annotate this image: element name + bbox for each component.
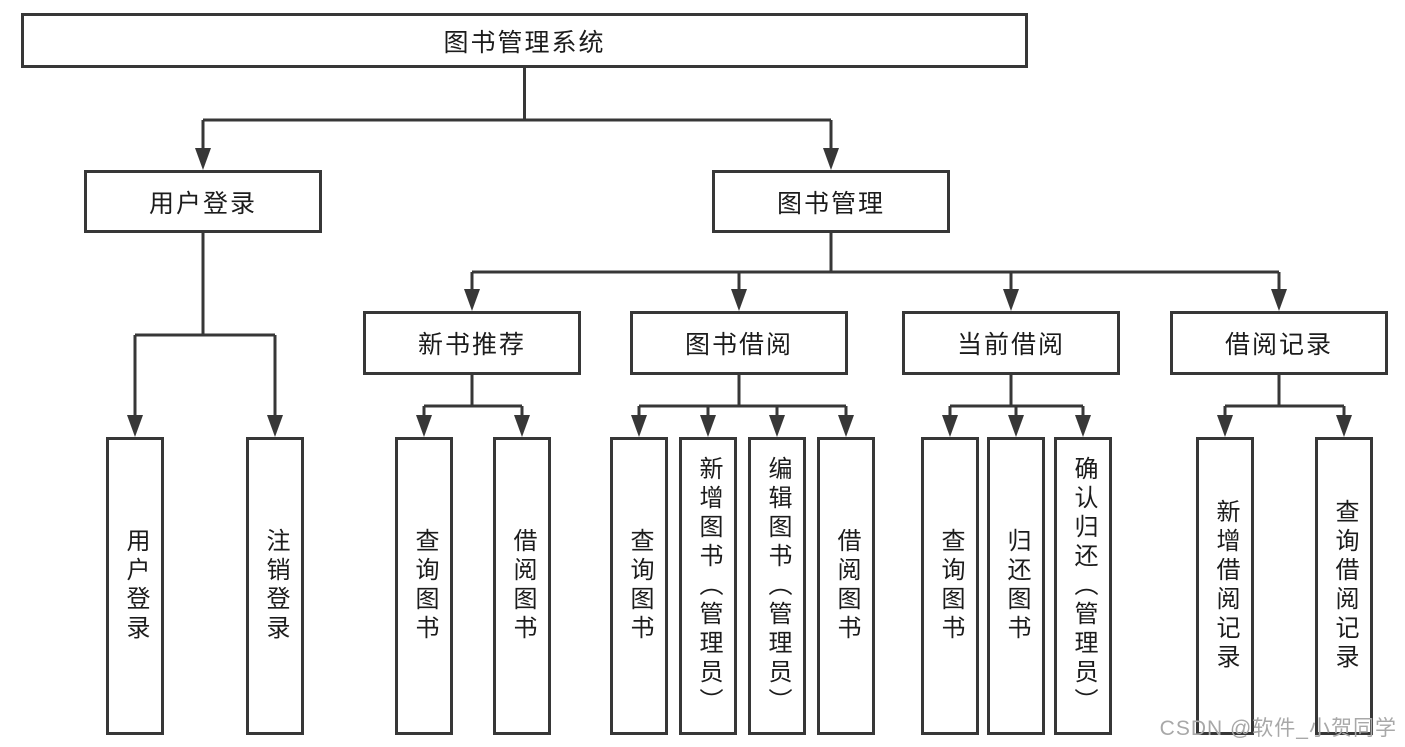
arrowhead [1271, 289, 1287, 311]
leaf-br-query-record: 查询借阅记录 [1315, 437, 1373, 735]
leaf-user-login-label: 用户登录 [122, 528, 149, 644]
node-book-borrow: 图书借阅 [630, 311, 848, 375]
leaf-rec-borrow-book: 借阅图书 [493, 437, 551, 735]
leaf-bb-query-book-label: 查询图书 [626, 528, 653, 644]
node-borrow-records-label: 借阅记录 [1224, 331, 1333, 359]
leaf-bb-add-book: 新增图书（管理员） [679, 437, 737, 735]
connector-book-borrow-to-leaves [631, 375, 854, 437]
leaf-cb-query-book-label: 查询图书 [937, 528, 964, 644]
leaf-br-add-record: 新增借阅记录 [1196, 437, 1254, 735]
leaf-br-query-record-label: 查询借阅记录 [1331, 499, 1358, 673]
node-book-mgmt: 图书管理 [712, 170, 950, 233]
connector-new-book-rec-to-leaves [416, 375, 530, 437]
node-book-mgmt-label: 图书管理 [776, 189, 885, 218]
leaf-bb-borrow-book-label: 借阅图书 [833, 528, 860, 644]
connector-root-to-level2 [195, 66, 839, 170]
leaf-cb-confirm-return-label: 确认归还（管理员） [1070, 455, 1097, 717]
leaf-user-login: 用户登录 [106, 437, 164, 735]
arrowhead [1008, 415, 1024, 437]
leaf-bb-add-book-label: 新增图书（管理员） [695, 455, 722, 717]
node-borrow-records: 借阅记录 [1170, 311, 1388, 375]
node-user-login: 用户登录 [84, 170, 322, 233]
node-new-book-rec-label: 新书推荐 [417, 331, 526, 359]
leaf-bb-edit-book: 编辑图书（管理员） [748, 437, 806, 735]
node-current-borrow-label: 当前借阅 [956, 331, 1065, 359]
leaf-rec-query-book: 查询图书 [395, 437, 453, 735]
leaf-rec-borrow-book-label: 借阅图书 [509, 528, 536, 644]
arrowhead [942, 415, 958, 437]
arrowhead [267, 415, 283, 437]
node-book-borrow-label: 图书借阅 [684, 331, 793, 359]
connector-book-mgmt-to-level3 [464, 233, 1287, 311]
arrowhead [464, 289, 480, 311]
node-current-borrow: 当前借阅 [902, 311, 1120, 375]
arrowhead [195, 148, 211, 170]
node-new-book-rec: 新书推荐 [363, 311, 581, 375]
csdn-watermark: CSDN @软件_小贺同学 [1159, 717, 1397, 740]
arrowhead [769, 415, 785, 437]
arrowhead [631, 415, 647, 437]
leaf-bb-borrow-book: 借阅图书 [817, 437, 875, 735]
leaf-br-add-record-label: 新增借阅记录 [1212, 499, 1239, 673]
arrowhead [514, 415, 530, 437]
arrowhead [1336, 415, 1352, 437]
leaf-cb-query-book: 查询图书 [921, 437, 979, 735]
node-root: 图书管理系统 [21, 13, 1028, 68]
connector-borrow-records-to-leaves [1217, 375, 1352, 437]
node-user-login-label: 用户登录 [148, 189, 257, 218]
leaf-bb-query-book: 查询图书 [610, 437, 668, 735]
node-root-label: 图书管理系统 [443, 28, 606, 57]
arrowhead [1217, 415, 1233, 437]
leaf-logout: 注销登录 [246, 437, 304, 735]
leaf-cb-return-book-label: 归还图书 [1003, 528, 1030, 644]
arrowhead [127, 415, 143, 437]
arrowhead [731, 289, 747, 311]
arrowhead [1075, 415, 1091, 437]
leaf-rec-query-book-label: 查询图书 [411, 528, 438, 644]
connector-user-login-to-leaves [127, 233, 283, 437]
arrowhead [700, 415, 716, 437]
arrowhead [838, 415, 854, 437]
arrowhead [823, 148, 839, 170]
leaf-logout-label: 注销登录 [262, 528, 289, 644]
connector-current-borrow-to-leaves [942, 375, 1091, 437]
leaf-cb-confirm-return: 确认归还（管理员） [1054, 437, 1112, 735]
leaf-bb-edit-book-label: 编辑图书（管理员） [764, 455, 791, 717]
arrowhead [1003, 289, 1019, 311]
arrowhead [416, 415, 432, 437]
leaf-cb-return-book: 归还图书 [987, 437, 1045, 735]
